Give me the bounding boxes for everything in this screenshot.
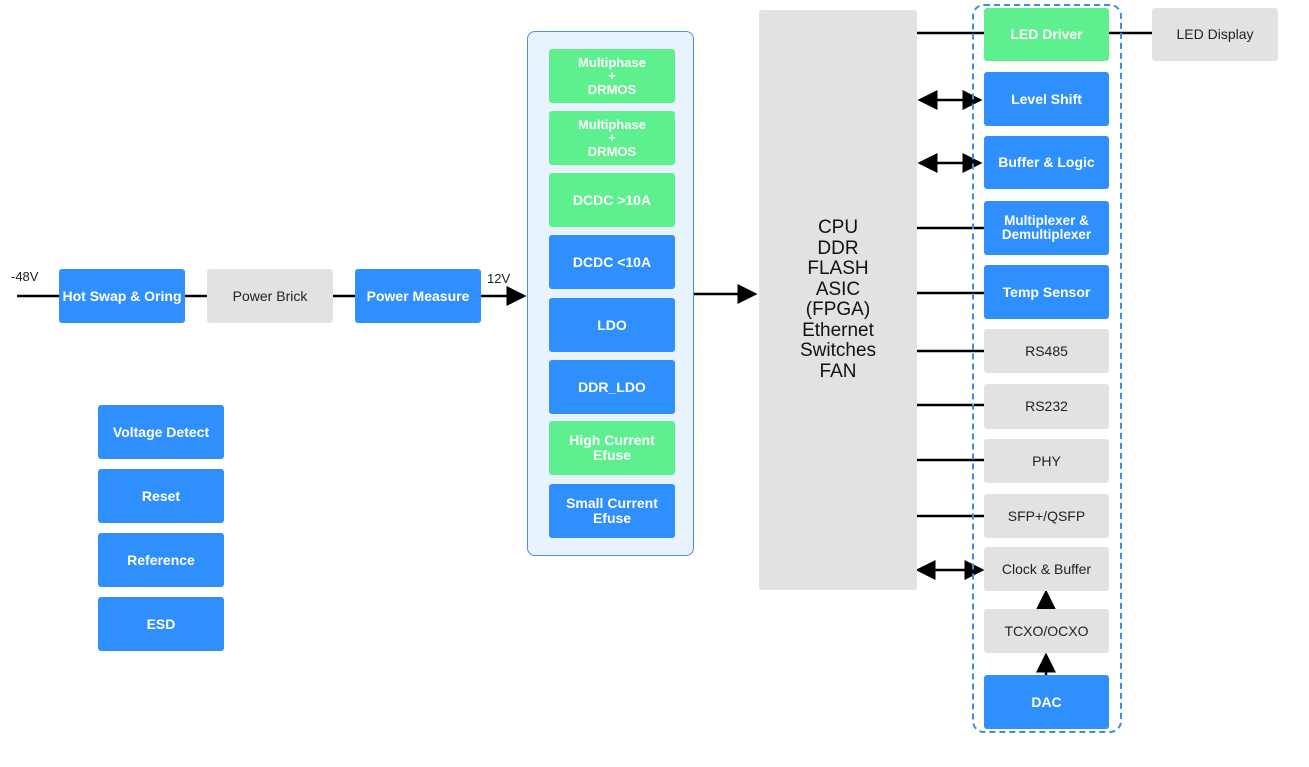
main-item: CPU [817,217,859,238]
esd-block: ESD [98,597,224,651]
main-item: Switches [799,340,877,361]
dac-block: DAC [984,675,1109,729]
power-rail: Multiphase + DRMOS [549,111,675,165]
bus-voltage-label: 12V [487,271,511,286]
rs485-block: RS485 [984,329,1109,373]
level-shift-block: Level Shift [984,72,1109,126]
tcxo-block: TCXO/OCXO [984,609,1109,653]
peripheral-group [972,4,1122,733]
rs232-block: RS232 [984,384,1109,429]
hot-swap-block: Hot Swap & Oring [59,269,185,323]
clock-buffer-block: Clock & Buffer [984,547,1109,591]
main-item: (FPGA) [805,299,871,320]
input-voltage-label: -48V [11,269,39,284]
power-rail: High Current Efuse [549,421,675,475]
main-item: Ethernet [802,319,874,341]
power-rail: DCDC <10A [549,235,675,289]
power-rail: DDR_LDO [549,360,675,414]
power-rail: DCDC >10A [549,173,675,227]
power-brick-block: Power Brick [207,269,333,323]
main-item: DDR [817,237,859,259]
reset-block: Reset [98,469,224,523]
main-processing-block: CPU DDR FLASH ASIC (FPGA) Ethernet Switc… [759,10,917,590]
main-item: FAN [819,360,857,382]
main-item: FLASH [807,258,869,279]
reference-block: Reference [98,533,224,587]
sfp-block: SFP+/QSFP [984,494,1109,538]
phy-block: PHY [984,439,1109,483]
power-measure-block: Power Measure [355,269,481,323]
led-display-block: LED Display [1152,8,1278,61]
main-item: ASIC [815,278,861,300]
power-rails-panel [527,31,694,556]
temp-sensor-block: Temp Sensor [984,265,1109,319]
power-rail: LDO [549,298,675,352]
power-rail: Multiphase + DRMOS [549,49,675,103]
power-rail: Small Current Efuse [549,484,675,538]
mux-block: Multiplexer & Demultiplexer [984,201,1109,255]
buffer-logic-block: Buffer & Logic [984,136,1109,189]
voltage-detect-block: Voltage Detect [98,405,224,459]
led-driver-block: LED Driver [984,8,1109,61]
